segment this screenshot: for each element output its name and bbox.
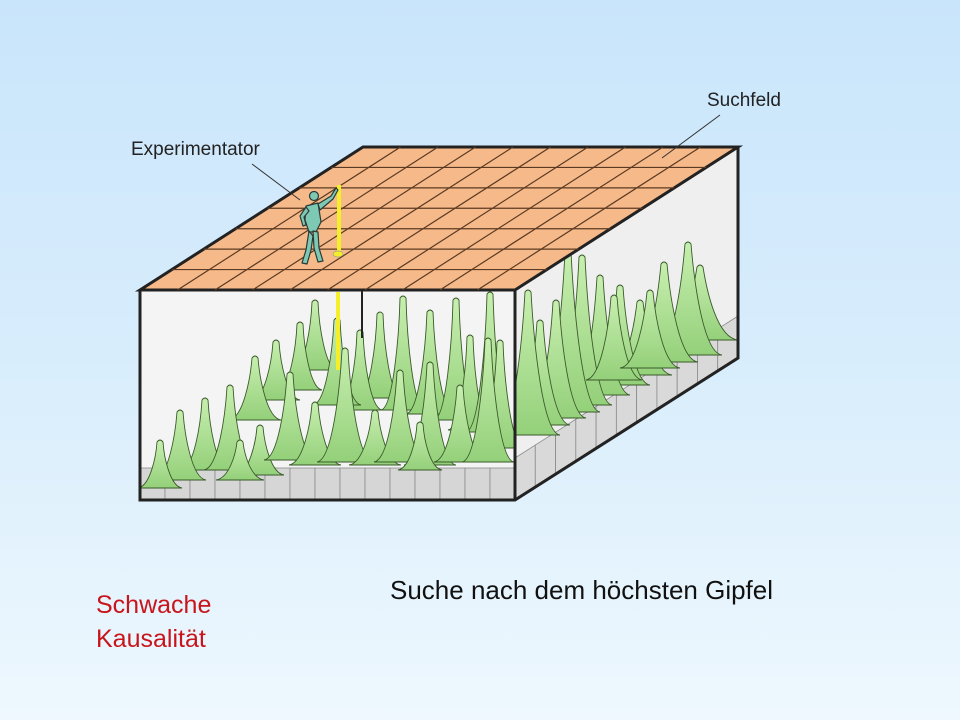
peak <box>153 409 207 481</box>
floor-cell <box>314 467 341 501</box>
peaks-front-group <box>140 291 515 489</box>
floor-cell <box>464 467 491 501</box>
peak <box>277 321 323 391</box>
floor-cell <box>439 467 466 501</box>
peak <box>380 295 426 411</box>
peak <box>316 347 374 463</box>
grid-line <box>402 146 626 291</box>
grid-line <box>252 146 476 291</box>
floor-cell <box>489 467 516 501</box>
grid-line <box>477 146 701 291</box>
suchfeld-label: Suchfeld <box>707 90 781 111</box>
peak <box>215 439 265 481</box>
peak <box>337 329 383 411</box>
peak <box>228 355 282 421</box>
peak <box>461 337 515 463</box>
grid-line <box>439 146 664 291</box>
probe-point <box>332 250 344 258</box>
suchfeld-leader <box>661 114 721 159</box>
peak <box>263 371 317 461</box>
peak <box>515 289 561 436</box>
grid-line <box>177 146 401 291</box>
peak <box>585 294 643 381</box>
peak <box>292 299 338 371</box>
experimentator-leader <box>251 163 301 201</box>
causality-line-2: Kausalität <box>96 625 206 653</box>
floor-cell <box>414 467 441 501</box>
peak <box>373 369 427 463</box>
grid-line <box>289 146 514 291</box>
grid-lines <box>171 146 707 291</box>
causality-caption: Schwache Kausalität <box>96 588 211 656</box>
person-figure-icon <box>299 187 339 265</box>
grid-line <box>364 146 589 291</box>
peak <box>140 439 183 489</box>
floor-cell <box>364 467 391 501</box>
peak <box>235 424 285 476</box>
floor-cell <box>339 467 366 501</box>
peak <box>619 289 681 369</box>
peaks-side-group <box>515 241 738 436</box>
grid-line <box>214 146 439 291</box>
peak <box>397 421 443 471</box>
causality-line-1: Schwache <box>96 591 212 619</box>
floor-cell <box>389 467 416 501</box>
peak <box>357 311 403 399</box>
grid-line <box>327 146 551 291</box>
diagram-caption: Suche nach dem höchsten Gipfel <box>390 575 774 605</box>
experimentator-label: Experimentator <box>131 139 261 160</box>
floor-cell <box>289 467 316 501</box>
